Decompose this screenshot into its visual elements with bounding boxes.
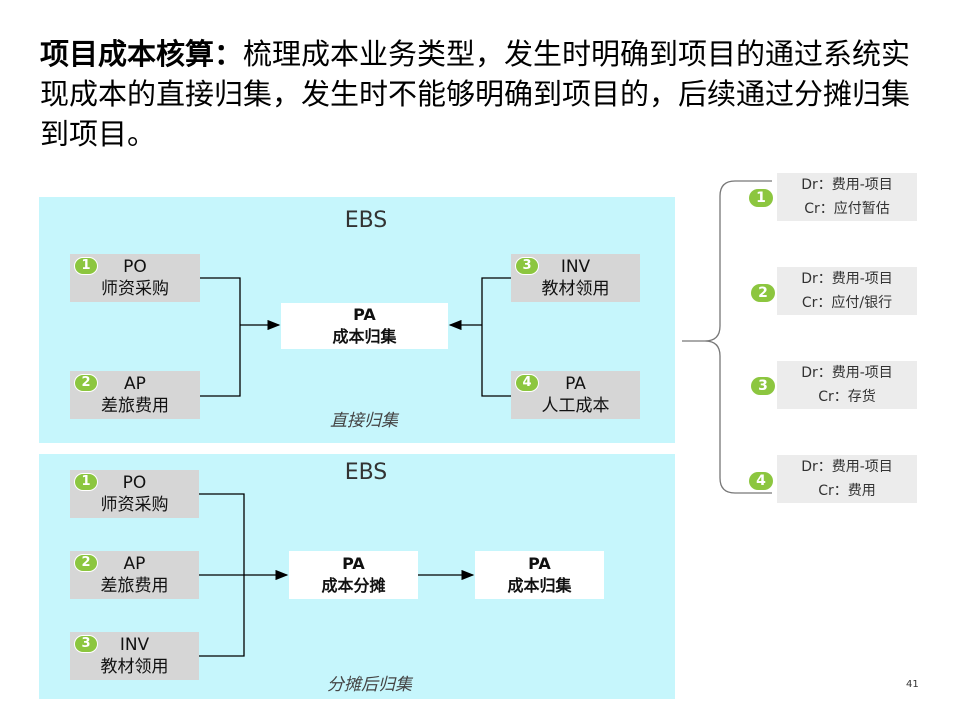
entry-1-cr: Cr：应付暂估	[804, 201, 890, 217]
bottom-badge-2: 2	[74, 554, 98, 572]
bottom-badge-1: 1	[74, 473, 98, 491]
bottom-box-inv-line2: 教材领用	[100, 657, 169, 677]
bottom-panel-label: EBS	[344, 460, 388, 485]
entry-box-3: Dr：费用-项目 Cr：存货	[777, 361, 917, 409]
bottom-pa-alloc-line1: PA	[342, 554, 365, 573]
entry-4-dr: Dr：费用-项目	[801, 459, 893, 475]
bottom-box-ap-line2: 差旅费用	[100, 576, 169, 596]
top-panel-label: EBS	[344, 208, 388, 233]
entry-badge-3: 3	[751, 377, 775, 395]
entry-box-2: Dr：费用-项目 Cr：应付/银行	[777, 267, 917, 315]
top-pa-collect-line2: 成本归集	[332, 327, 397, 346]
bottom-box-po-line1: PO	[122, 473, 147, 493]
bottom-pa-collect-line1: PA	[528, 554, 551, 573]
top-pa-collect-line1: PA	[353, 305, 376, 324]
top-box-inv-line2: 教材领用	[541, 279, 610, 299]
bottom-badge-3: 3	[74, 635, 98, 653]
top-badge-1: 1	[74, 257, 98, 275]
right-brace	[682, 180, 772, 494]
bottom-panel-caption: 分摊后归集	[327, 675, 412, 695]
top-box-inv-line1: INV	[560, 257, 591, 277]
top-badge-4: 4	[515, 374, 539, 392]
top-box-pa-labor-line1: PA	[565, 374, 586, 394]
top-connector-left	[200, 277, 241, 397]
entry-2-dr: Dr：费用-项目	[801, 271, 893, 287]
bottom-box-ap: AP 差旅费用	[70, 551, 199, 599]
entry-badge-4: 4	[749, 472, 773, 490]
entry-2-cr: Cr：应付/银行	[801, 295, 893, 311]
entry-badge-2: 2	[751, 284, 775, 302]
bottom-box-po: PO 师资采购	[70, 470, 199, 518]
bottom-pa-collect-line2: 成本归集	[507, 576, 572, 595]
bottom-box-ap-line1: AP	[123, 554, 146, 574]
entry-3-cr: Cr：存货	[818, 389, 876, 405]
top-box-po-line1: PO	[123, 257, 147, 277]
top-badge-2: 2	[74, 374, 98, 392]
entry-1-dr: Dr：费用-项目	[801, 177, 893, 193]
top-panel-caption: 直接归集	[330, 411, 398, 431]
top-box-ap-line1: AP	[124, 374, 146, 394]
top-box-ap: AP 差旅费用	[70, 371, 200, 419]
entry-box-4: Dr：费用-项目 Cr：费用	[777, 455, 917, 503]
bottom-pa-alloc-box: PA 成本分摊	[289, 551, 418, 599]
entry-4-cr: Cr：费用	[818, 483, 876, 499]
title-text: 梳理成本业务类型，发生时明确到项目的通过系统实现成本的直接归集，发生时不能够明确…	[40, 37, 911, 151]
top-box-ap-line2: 差旅费用	[101, 396, 169, 416]
page-number: 41	[906, 679, 919, 690]
entry-3-dr: Dr：费用-项目	[801, 365, 893, 381]
top-box-po-line2: 师资采购	[101, 279, 169, 299]
page-title: 项目成本核算：梳理成本业务类型，发生时明确到项目的通过系统实现成本的直接归集，发…	[40, 34, 920, 154]
entry-box-1: Dr：费用-项目 Cr：应付暂估	[777, 173, 917, 221]
entry-badge-1: 1	[749, 189, 773, 207]
title-bold: 项目成本核算：	[40, 37, 244, 71]
bottom-pa-collect-box: PA 成本归集	[475, 551, 604, 599]
bottom-box-po-line2: 师资采购	[100, 495, 169, 515]
top-badge-3: 3	[515, 257, 539, 275]
bottom-box-inv: INV 教材领用	[70, 632, 199, 680]
bottom-box-inv-line1: INV	[119, 635, 150, 655]
top-box-pa-labor-line2: 人工成本	[541, 396, 610, 416]
top-connector-right	[481, 277, 511, 397]
bottom-pa-alloc-line2: 成本分摊	[321, 576, 386, 595]
top-pa-collect-box: PA 成本归集	[281, 303, 448, 349]
